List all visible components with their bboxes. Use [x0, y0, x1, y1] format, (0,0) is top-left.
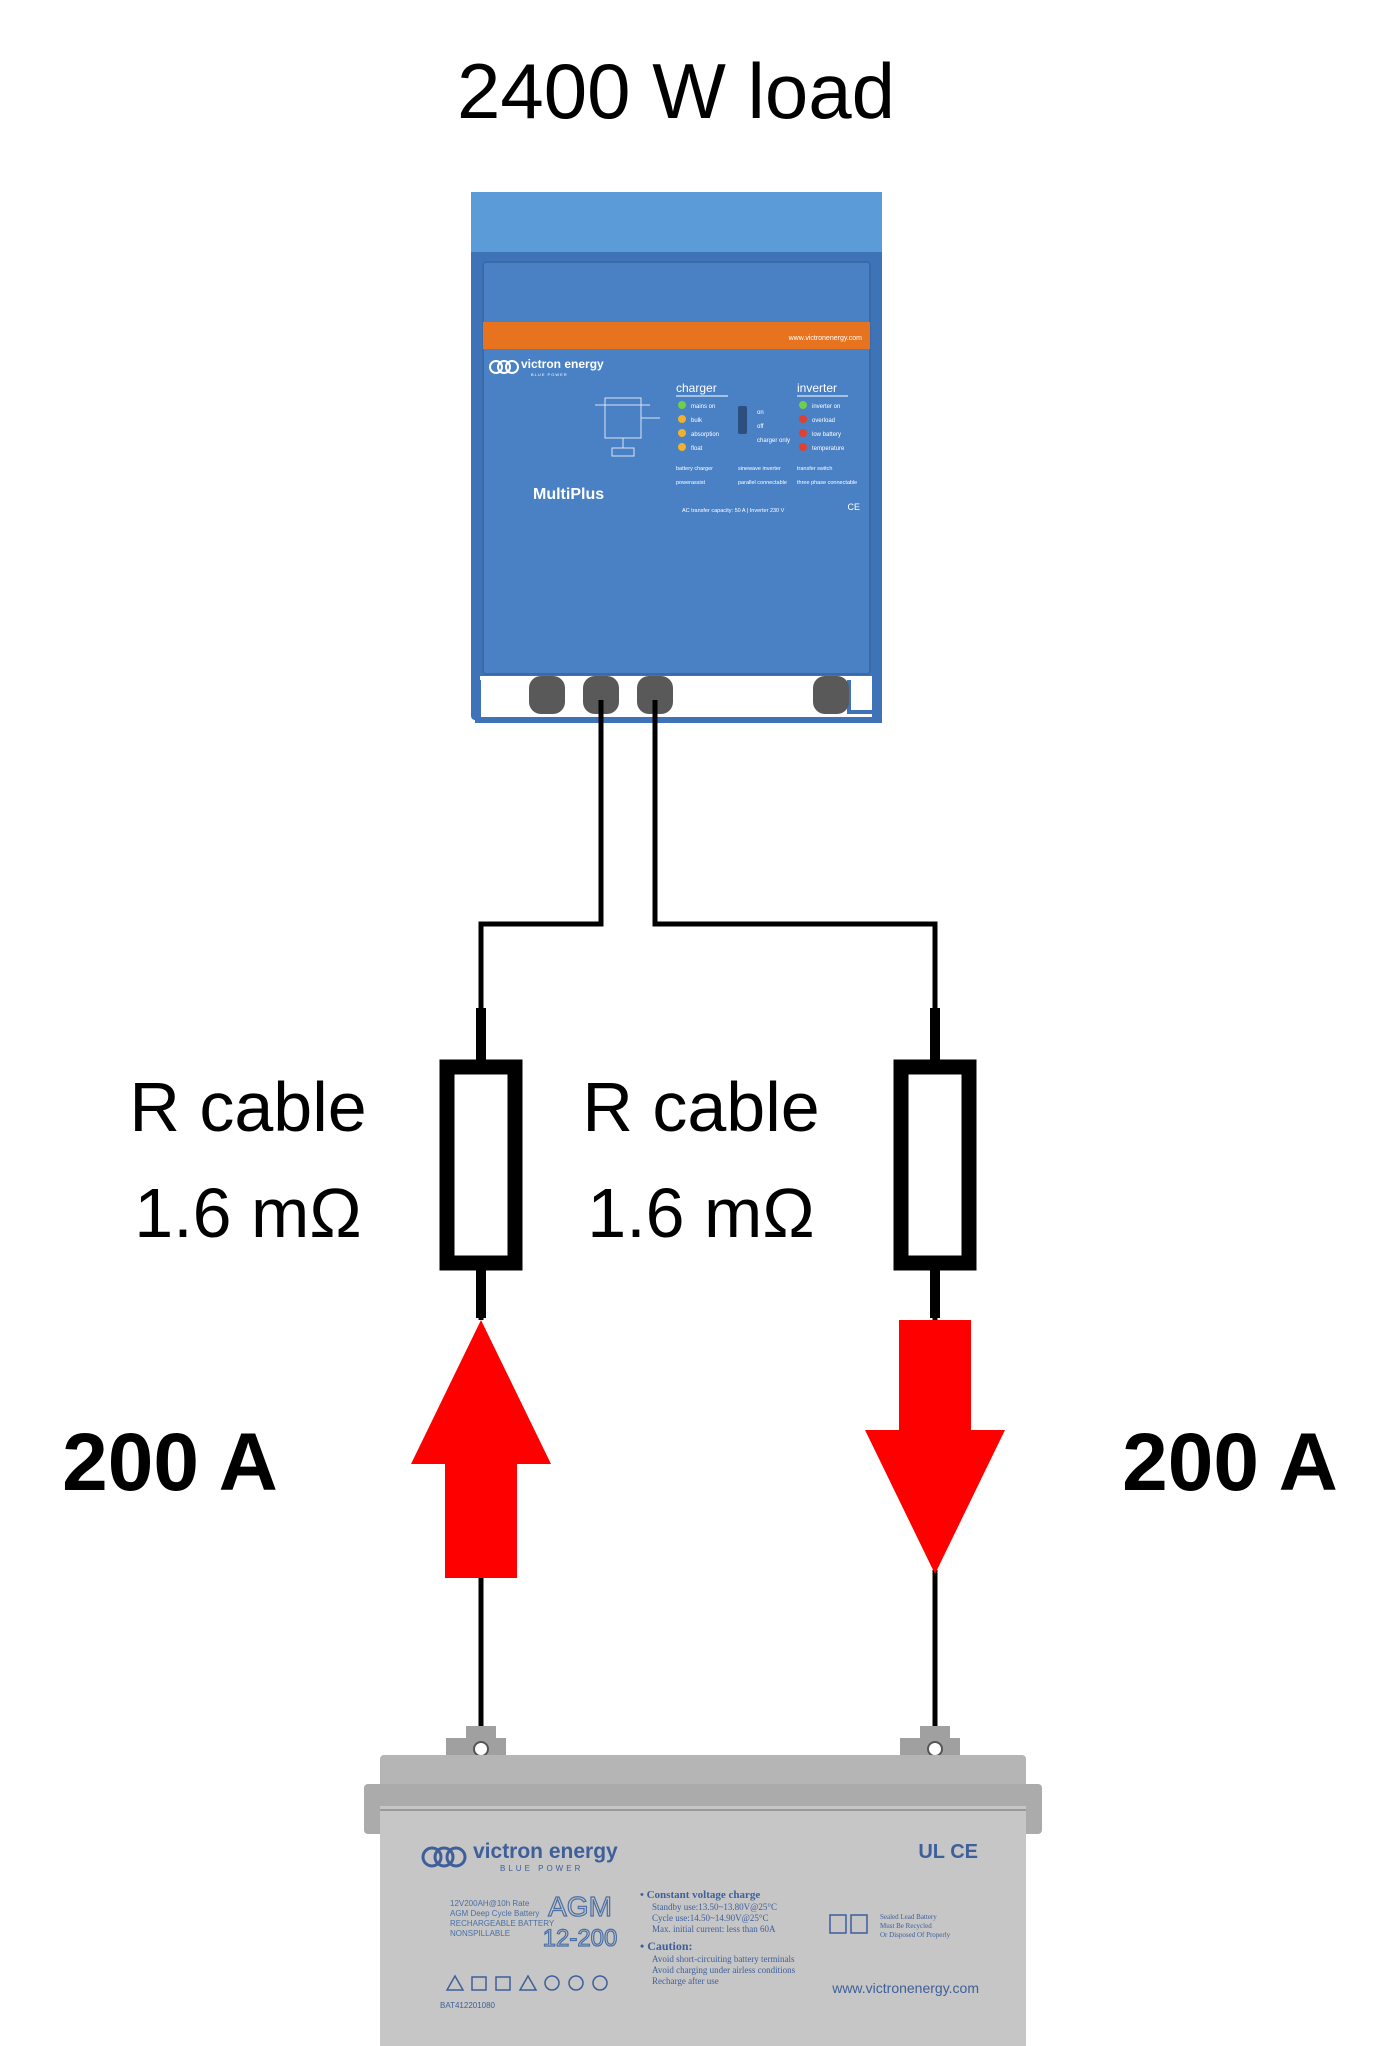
- caution-line: Avoid short-circuiting battery terminals: [652, 1954, 795, 1964]
- left-current-label: 200 A: [62, 1417, 278, 1508]
- charger-led-label: bulk: [691, 418, 703, 424]
- bulk-led-icon: [678, 415, 686, 423]
- current-arrow-down-icon: [865, 1320, 1005, 1574]
- inverter-led-label: low battery: [812, 432, 841, 438]
- inverter-led-label: inverter on: [812, 404, 840, 410]
- ce-mark: CE: [847, 502, 860, 512]
- battery-victron-logo-icon: [421, 1846, 467, 1868]
- left-resistor-value: 1.6 mΩ: [134, 1174, 361, 1252]
- switch-label: charger only: [757, 438, 790, 444]
- inverter-schematic-icon: [595, 397, 660, 457]
- right-resistor-symbol: [893, 1059, 977, 1271]
- float-led-icon: [678, 443, 686, 451]
- absorption-led-icon: [678, 429, 686, 437]
- battery-spec-line: RECHARGEABLE BATTERY: [450, 1919, 555, 1928]
- cable-gland-icon: [637, 676, 673, 714]
- current-arrow-up-icon: [411, 1320, 551, 1578]
- no-children-icon: [544, 1975, 560, 1991]
- battery-serial: BAT412201080: [440, 2001, 496, 2010]
- agm-battery: victron energy BLUE POWER 12V200AH@10h R…: [364, 1726, 1042, 2046]
- charge-line: Max. initial current: less than 60A: [652, 1924, 776, 1934]
- inverter-on-led-icon: [799, 401, 807, 409]
- recycle-line: Or Disposed Of Properly: [880, 1931, 951, 1939]
- battery-model: 12-200: [543, 1925, 618, 1952]
- cable-gland-icon: [583, 676, 619, 714]
- feature-label: transfer switch: [797, 466, 832, 472]
- left-resistor-lead-bottom: [476, 1264, 486, 1318]
- feature-label: powerassist: [676, 480, 706, 486]
- no-smoking-icon: [592, 1975, 608, 1991]
- recycle-icon: [829, 1914, 847, 1934]
- right-wire-top: [652, 700, 938, 1012]
- left-resistor-symbol: [439, 1059, 523, 1271]
- inverter-url: www.victronenergy.com: [788, 335, 863, 342]
- recycle-line: Must Be Recycled: [880, 1922, 932, 1930]
- right-current-label: 200 A: [1122, 1417, 1338, 1508]
- inverter-front-panel: [482, 261, 871, 675]
- battery-url: www.victronenergy.com: [831, 1980, 979, 1996]
- temperature-led-icon: [799, 443, 807, 451]
- right-resistor-lead-top: [930, 1008, 940, 1060]
- charge-line: Standby use:13.50~13.80V@25°C: [652, 1902, 777, 1912]
- inverter-orange-stripe: [483, 322, 870, 349]
- feature-label: parallel connectable: [738, 480, 787, 486]
- eye-protection-icon: [471, 1976, 487, 1991]
- right-resistor-label: R cable: [582, 1068, 819, 1146]
- left-resistor-label: R cable: [129, 1068, 366, 1146]
- feature-label: battery charger: [676, 466, 713, 472]
- charger-led-label: float: [691, 446, 703, 452]
- left-wire-top: [478, 700, 604, 1012]
- inverter-led-label: overload: [812, 418, 835, 424]
- inverter-brand-tagline: BLUE POWER: [531, 372, 568, 377]
- charger-led-label: mains on: [691, 404, 715, 410]
- inverter-led-label: temperature: [812, 446, 845, 452]
- battery-body: [380, 1806, 1026, 2046]
- charger-heading: charger: [676, 381, 717, 395]
- caution-line: Avoid charging under airless conditions: [652, 1965, 796, 1975]
- switch-label: off: [757, 424, 764, 430]
- low-battery-led-icon: [799, 429, 807, 437]
- warning-triangle-icon: [445, 1974, 465, 1991]
- battery-spec-line: 12V200AH@10h Rate: [450, 1899, 530, 1908]
- multiplus-inverter: www.victronenergy.com victron energy BLU…: [471, 192, 882, 723]
- charger-led-label: absorption: [691, 432, 719, 438]
- switch-label: on: [757, 410, 764, 416]
- inverter-model: MultiPlus: [533, 486, 604, 503]
- pb-icon: [850, 1914, 868, 1934]
- recycle-line: Sealed Lead Battery: [880, 1913, 937, 1921]
- left-resistor-lead-top: [476, 1008, 486, 1060]
- corrosive-icon: [518, 1974, 538, 1991]
- battery-type: AGM: [548, 1891, 612, 1922]
- right-resistor-value: 1.6 mΩ: [587, 1174, 814, 1252]
- inverter-brand: victron energy: [521, 357, 604, 371]
- caution-heading: • Caution:: [640, 1939, 693, 1953]
- inverter-top-panel: [471, 192, 882, 252]
- manual-icon: [495, 1976, 511, 1991]
- battery-brand-tagline: BLUE POWER: [500, 1864, 583, 1873]
- inverter-rating: AC transfer capacity: 50 A | Inverter 23…: [682, 508, 785, 514]
- no-flame-icon: [568, 1975, 584, 1991]
- overload-led-icon: [799, 415, 807, 423]
- charge-line: Cycle use:14.50~14.90V@25°C: [652, 1913, 769, 1923]
- cable-gland-icon: [529, 676, 565, 714]
- battery-spec-line: NONSPILLABLE: [450, 1929, 510, 1938]
- feature-label: three phase connectable: [797, 480, 857, 486]
- caution-line: Recharge after use: [652, 1976, 719, 1986]
- right-resistor-lead-bottom: [930, 1264, 940, 1318]
- mains-on-led-icon: [678, 401, 686, 409]
- mode-switch-icon: [738, 406, 747, 434]
- feature-label: sinewave inverter: [738, 466, 781, 472]
- battery-brand: victron energy: [473, 1840, 618, 1863]
- inverter-heading: inverter: [797, 381, 837, 395]
- battery-spec-line: AGM Deep Cycle Battery: [450, 1909, 539, 1918]
- battery-warning-icons: [445, 1974, 608, 1991]
- cable-gland-icon: [813, 676, 849, 714]
- load-title: 2400 W load: [457, 47, 895, 135]
- battery-certification-marks: UL CE: [918, 1841, 978, 1863]
- charge-heading: • Constant voltage charge: [640, 1889, 760, 1901]
- victron-logo-icon: [489, 360, 519, 374]
